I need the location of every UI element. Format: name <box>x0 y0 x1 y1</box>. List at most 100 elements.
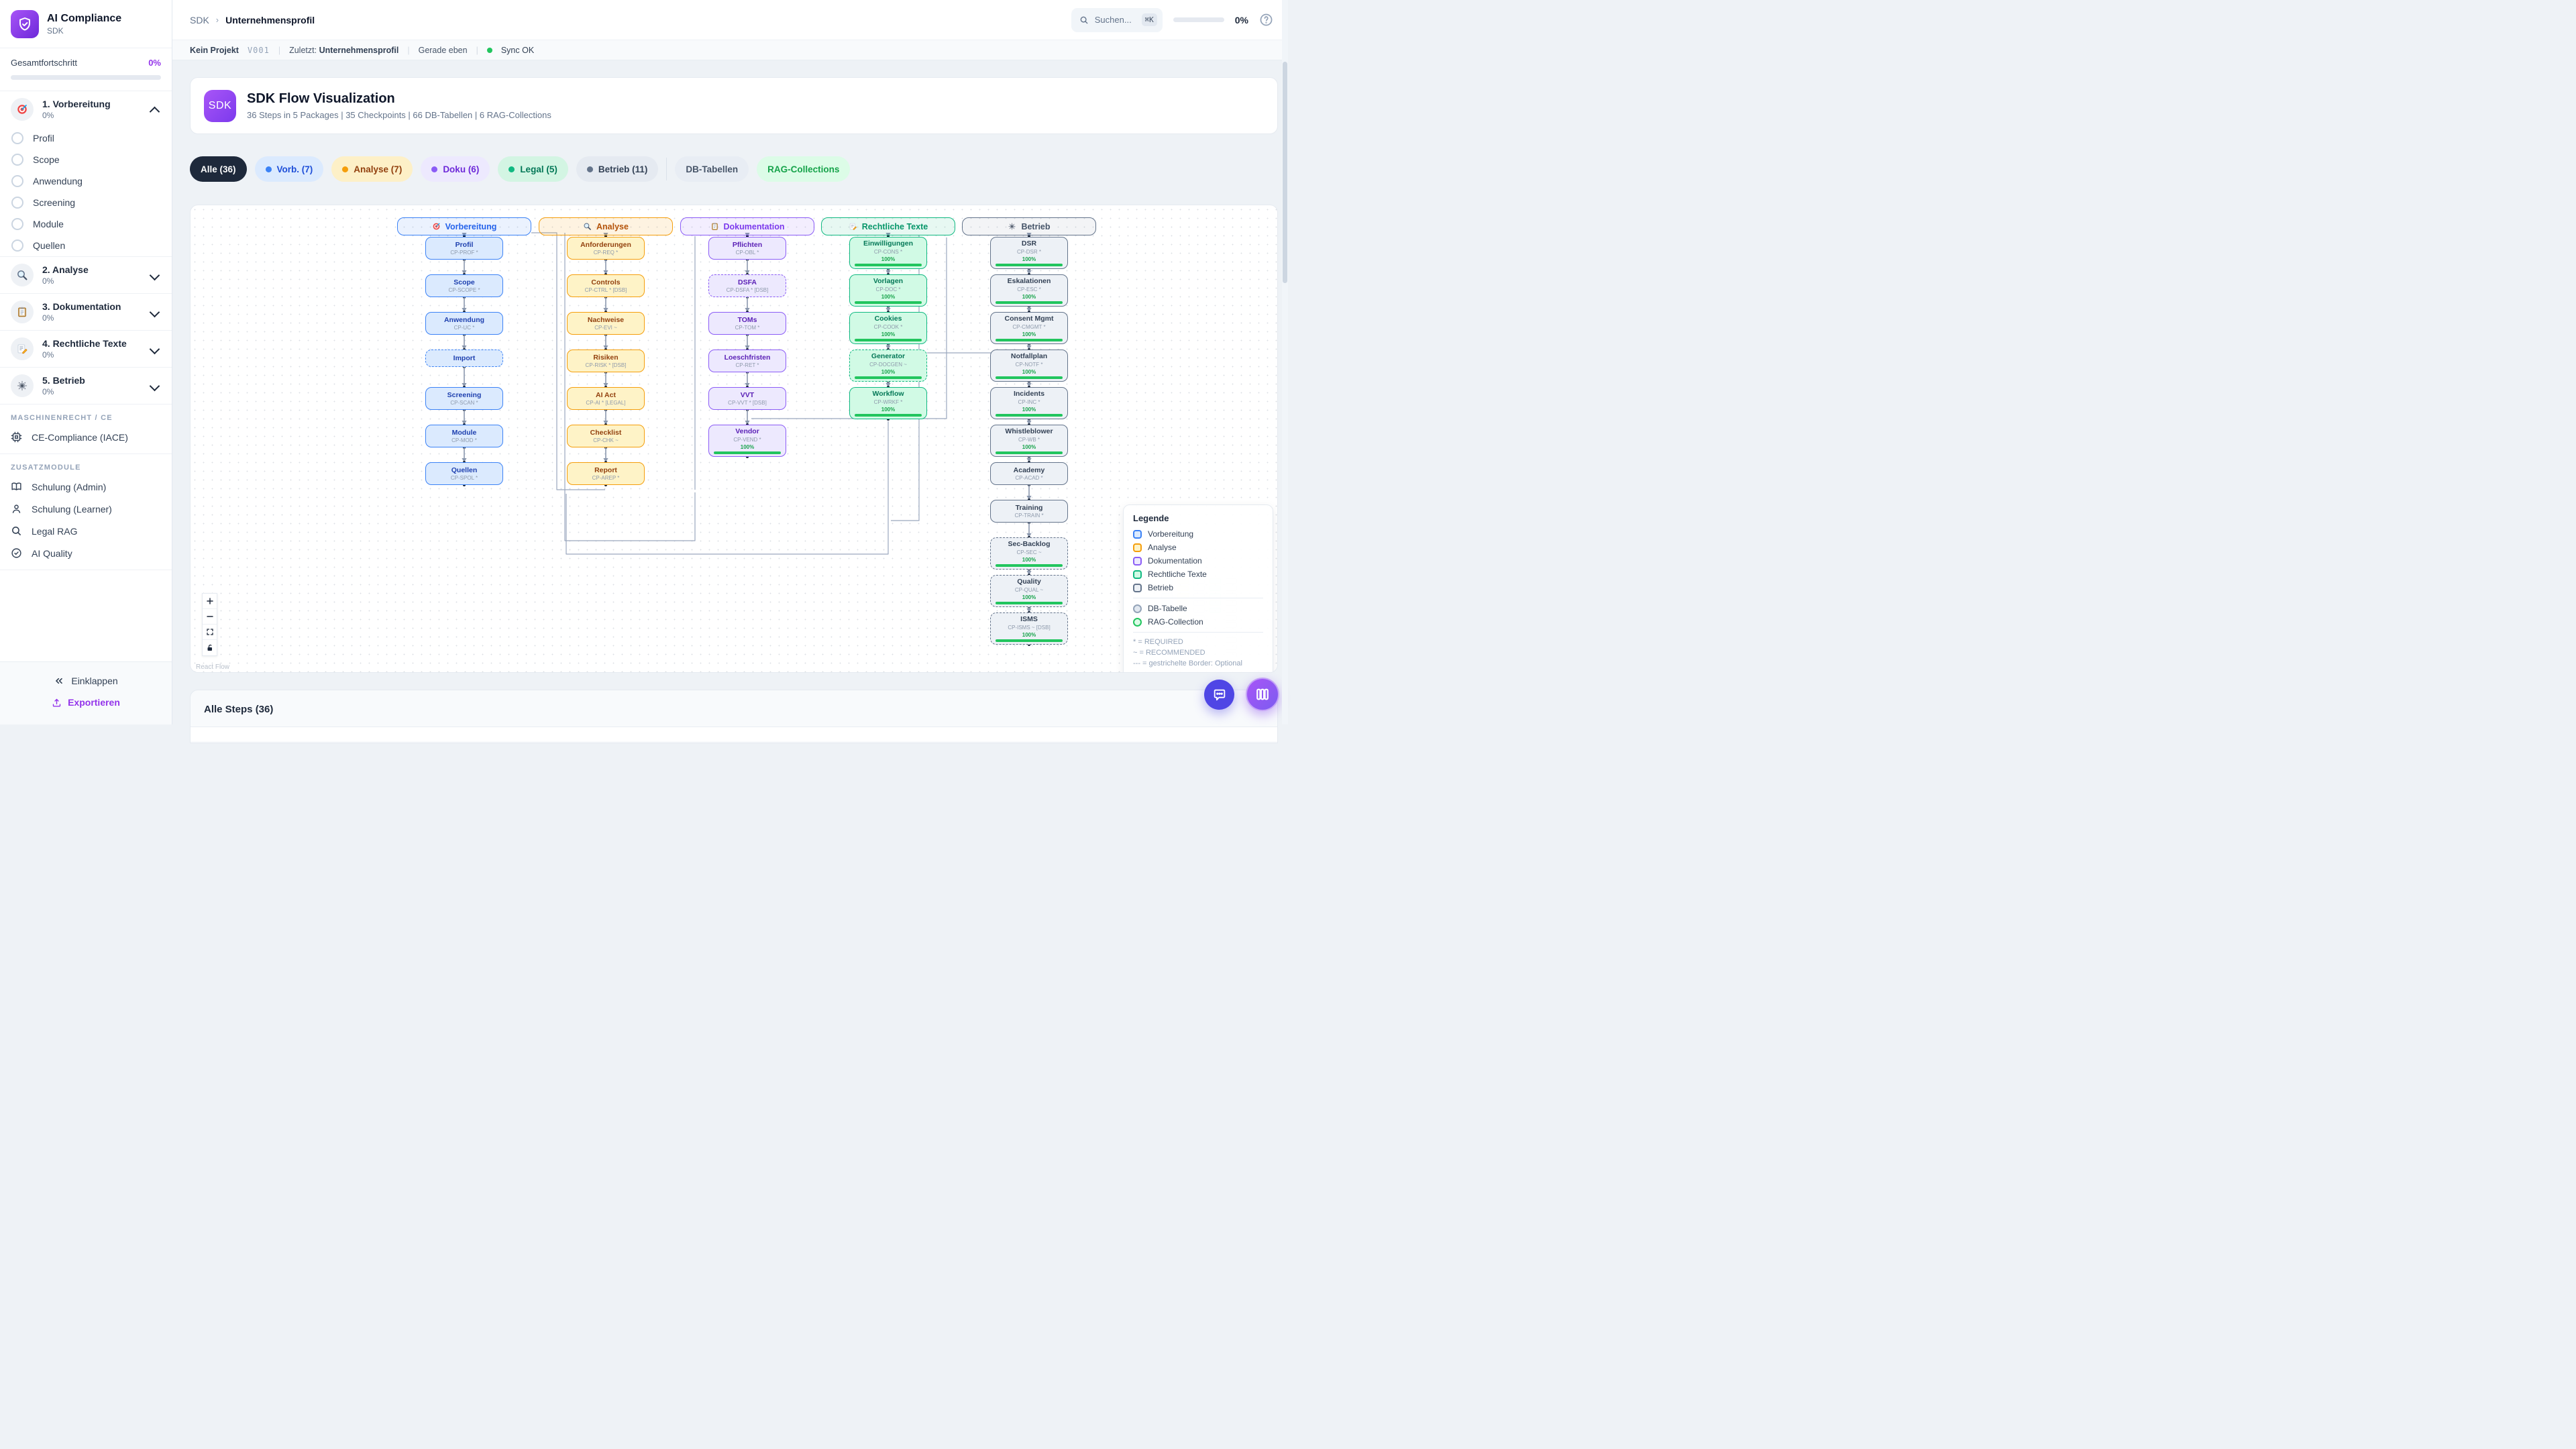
node-progress-bar <box>996 263 1063 266</box>
legend-title: Legende <box>1133 513 1169 523</box>
chat-fab-button[interactable] <box>1204 680 1234 710</box>
flow-package-header-dokumentation[interactable]: Dokumentation <box>680 217 814 235</box>
help-icon[interactable] <box>1259 13 1273 27</box>
page-scrollbar[interactable] <box>1282 0 1288 724</box>
filter-chip-legal-5[interactable]: Legal (5) <box>498 156 568 182</box>
sidebar-item-label: Schulung (Learner) <box>32 503 112 515</box>
lock-button[interactable] <box>203 640 217 655</box>
react-flow-attribution[interactable]: React Flow <box>196 663 230 671</box>
sidebar-item-anwendung[interactable]: Anwendung <box>0 170 172 192</box>
sidebar-item-quellen[interactable]: Quellen <box>0 235 172 256</box>
flow-package-header-rechtliche-texte[interactable]: Rechtliche Texte <box>821 217 955 235</box>
node-code: CP-AREP * <box>592 475 620 482</box>
scrollbar-thumb[interactable] <box>1283 62 1287 283</box>
node-title: Workflow <box>872 390 904 398</box>
board-fab-button[interactable] <box>1246 678 1279 711</box>
filter-chip-betrieb-11[interactable]: Betrieb (11) <box>576 156 659 182</box>
node-progress-bar <box>996 301 1063 304</box>
filter-chip-vorb-7[interactable]: Vorb. (7) <box>254 156 324 182</box>
sidebar-item-schulung-learner-[interactable]: Schulung (Learner) <box>0 498 172 520</box>
flow-package-header-analyse[interactable]: Analyse <box>539 217 673 235</box>
sidebar-item-legal-rag[interactable]: Legal RAG <box>0 520 172 542</box>
filter-chip-analyse-7[interactable]: Analyse (7) <box>331 156 413 182</box>
step-label: Profil <box>33 133 54 144</box>
zoom-out-button[interactable] <box>203 609 217 625</box>
search-input[interactable]: Suchen... ⌘K <box>1071 7 1163 32</box>
package-percent: 0% <box>42 276 54 286</box>
target-icon <box>433 223 439 230</box>
node-title: Loeschfristen <box>724 353 771 362</box>
filter-chip-doku-6[interactable]: Doku (6) <box>421 156 490 182</box>
node-code: CP-PROF * <box>450 250 478 256</box>
breadcrumb-root[interactable]: SDK <box>190 14 209 25</box>
filter-chip-db-tabellen[interactable]: DB-Tabellen <box>675 156 749 182</box>
flow-node-import[interactable]: Import <box>425 350 503 367</box>
export-button[interactable]: Exportieren <box>0 691 172 714</box>
sidebar-item-schulung-admin-[interactable]: Schulung (Admin) <box>0 476 172 498</box>
flow-canvas[interactable]: Legende Vorbereitung Analyse Dokumentation… <box>190 205 1278 673</box>
node-title: DSFA <box>737 278 757 286</box>
node-code: CP-ISMS ~ [DSB] <box>1008 624 1051 631</box>
node-title: Incidents <box>1013 390 1045 398</box>
node-progress-value: 100% <box>1022 331 1036 337</box>
filter-chip-rag-collections[interactable]: RAG-Collections <box>757 156 851 182</box>
fit-view-button[interactable] <box>203 625 217 640</box>
sidebar-item-screening[interactable]: Screening <box>0 192 172 213</box>
filter-chip-alle-36[interactable]: Alle (36) <box>190 156 247 182</box>
flow-package-header-betrieb[interactable]: Betrieb <box>962 217 1096 235</box>
sidebar-item-scope[interactable]: Scope <box>0 149 172 170</box>
node-title: Training <box>1015 503 1043 512</box>
sidebar-item-ai-quality[interactable]: AI Quality <box>0 542 172 564</box>
flow-package-header-vorbereitung[interactable]: Vorbereitung <box>397 217 531 235</box>
node-title: Generator <box>871 352 906 361</box>
sidebar-item-ce-compliance-iace-[interactable]: CE-Compliance (IACE) <box>0 426 172 448</box>
sidebar-item-module[interactable]: Module <box>0 213 172 235</box>
header-progress-value: 0% <box>1234 14 1248 25</box>
collapse-sidebar-button[interactable]: Einklappen <box>0 671 172 691</box>
sidebar-item-profil[interactable]: Profil <box>0 127 172 149</box>
zoom-in-button[interactable] <box>203 594 217 609</box>
node-title: AI Act <box>596 390 616 399</box>
legend-swatch-icon <box>1133 556 1142 566</box>
